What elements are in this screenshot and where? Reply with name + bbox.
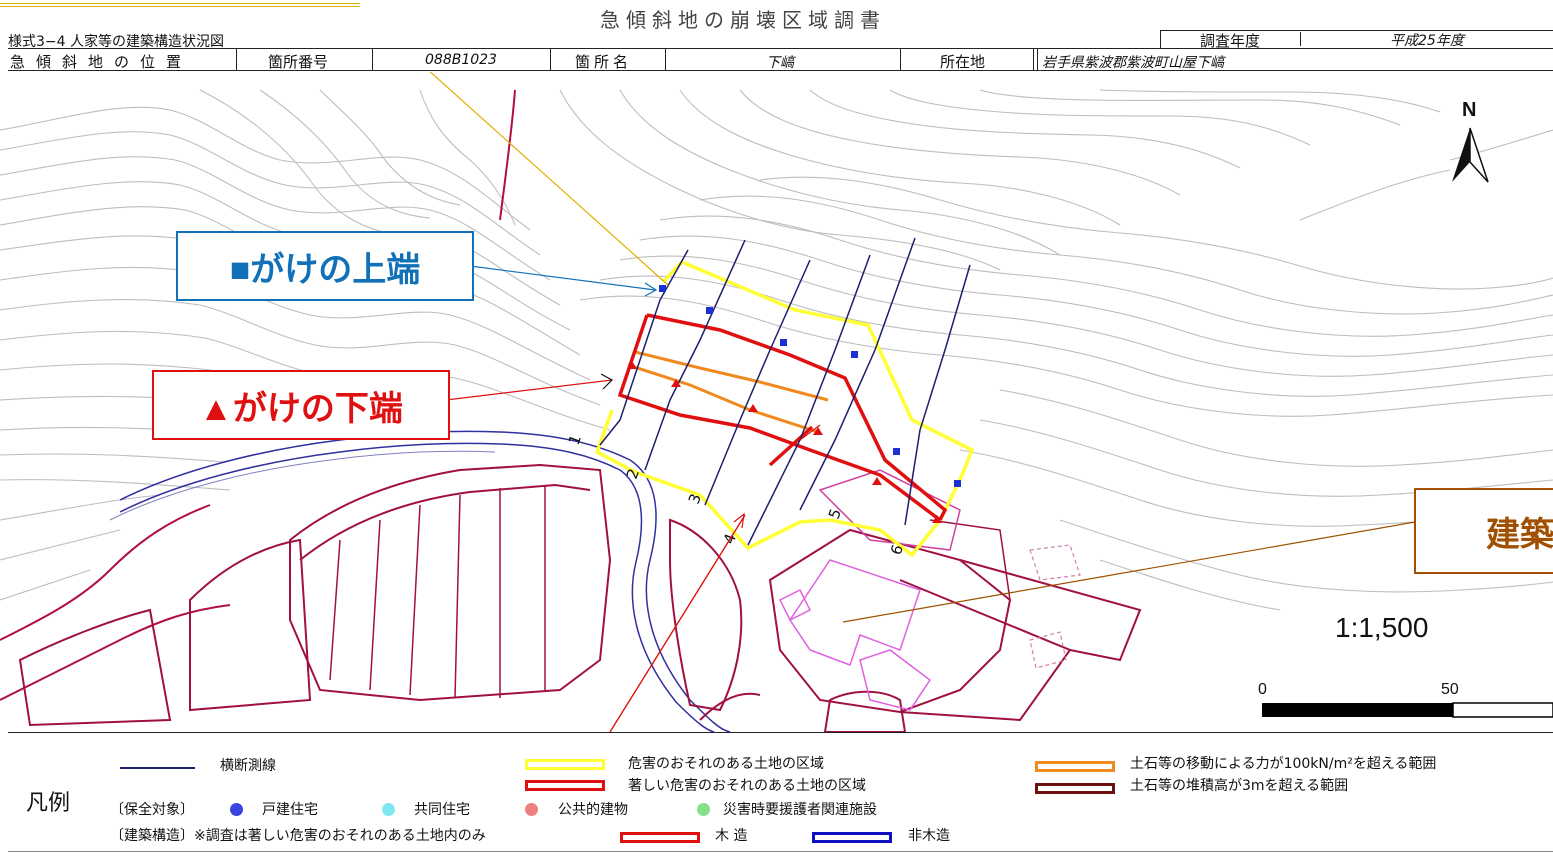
legend-house-dot bbox=[230, 803, 243, 816]
divider-5 bbox=[900, 49, 901, 70]
legend-severe-swatch bbox=[525, 780, 605, 791]
survey-year-label: 調査年度 bbox=[1200, 32, 1261, 50]
header-rule-top bbox=[8, 48, 1553, 49]
legend-apartment-label: 共同住宅 bbox=[414, 802, 470, 818]
legend-deposit-swatch bbox=[1035, 783, 1115, 794]
form-id: 様式3−4 人家等の建築構造状況図 bbox=[8, 34, 224, 50]
land-parcels bbox=[18, 463, 1142, 732]
scale-tick-50: 50 bbox=[1441, 681, 1459, 698]
top-rule-left bbox=[0, 0, 360, 4]
cliff-top-markers bbox=[659, 285, 961, 487]
scale-bar: 0 50 bbox=[1258, 681, 1553, 718]
survey-year-divider bbox=[1300, 32, 1301, 46]
callout-building: 建築 bbox=[1414, 488, 1553, 574]
survey-year-value: 平成25年度 bbox=[1390, 33, 1464, 49]
severe-hazard-zone-red bbox=[617, 313, 948, 522]
divider-1 bbox=[236, 49, 237, 70]
callout-cliff-bottom-text: ▲がけの下端 bbox=[199, 389, 403, 428]
location-label: 急傾斜地の位置 bbox=[10, 53, 193, 71]
legend-welfare-label: 災害時要援護者関連施設 bbox=[723, 802, 877, 818]
legend-title: 凡例 bbox=[26, 791, 71, 816]
site-name-value: 下嵪 bbox=[766, 55, 794, 71]
force-range-orange bbox=[627, 350, 829, 434]
site-number-value: 088B1023 bbox=[425, 52, 497, 68]
divider-2 bbox=[372, 49, 373, 70]
legend-nonwooden-swatch bbox=[812, 832, 892, 843]
north-label: N bbox=[1462, 99, 1476, 121]
address-value: 岩手県紫波郡紫波町山屋下嵪 bbox=[1042, 55, 1224, 71]
legend-force-label: 土石等の移動による力が100kN/m²を超える範囲 bbox=[1130, 756, 1437, 772]
legend-nonwooden-label: 非木造 bbox=[908, 828, 950, 844]
legend-apartment-dot bbox=[382, 803, 395, 816]
site-name-label: 箇所名 bbox=[575, 53, 633, 71]
site-number-label: 箇所番号 bbox=[268, 53, 329, 71]
legend-structure-label: 〔建築構造〕※調査は著しい危害のおそれのある土地内のみ bbox=[110, 828, 486, 844]
contour-lines bbox=[0, 89, 1553, 611]
legend-transect-label: 横断測線 bbox=[220, 758, 276, 774]
legend-hazard-swatch bbox=[525, 759, 605, 770]
transect-lines bbox=[599, 237, 971, 546]
legend-deposit-label: 土石等の堆積高が3mを超える範囲 bbox=[1130, 778, 1349, 794]
divider-6 bbox=[1033, 49, 1034, 70]
top-rule-left-2 bbox=[0, 6, 360, 7]
legend-house-label: 戸建住宅 bbox=[262, 802, 318, 818]
roads bbox=[0, 89, 731, 732]
callout-building-text: 建築 bbox=[1486, 515, 1553, 554]
legend-transect-swatch bbox=[120, 767, 195, 769]
transect-numbers: 1 2 3 4 5 6 bbox=[565, 432, 907, 557]
legend-welfare-dot bbox=[697, 803, 710, 816]
hazard-map: 1 2 3 4 5 6 N 0 50 bbox=[0, 72, 1553, 732]
buildings bbox=[778, 559, 932, 711]
map-frame-bottom bbox=[8, 732, 1553, 733]
legend-public-dot bbox=[525, 803, 538, 816]
legend-force-swatch bbox=[1035, 761, 1115, 772]
address-label: 所在地 bbox=[940, 53, 986, 71]
scale-ratio: 1:1,500 bbox=[1335, 612, 1429, 643]
transect-number-1: 1 bbox=[565, 432, 585, 447]
divider-3 bbox=[550, 49, 551, 70]
survey-year-box bbox=[1160, 30, 1553, 48]
north-arrow: N bbox=[1452, 99, 1489, 183]
callout-cliff-bottom: ▲がけの下端 bbox=[152, 370, 450, 440]
header-rule-bottom bbox=[8, 70, 1553, 71]
cliff-bottom-markers bbox=[627, 361, 942, 523]
legend-hazard-label: 危害のおそれのある土地の区域 bbox=[628, 756, 824, 772]
callout-cliff-top-text: ■がけの上端 bbox=[229, 250, 421, 289]
legend: 凡例 横断測線 危害のおそれのある土地の区域 著しい危害のおそれのある土地の区域… bbox=[0, 735, 1553, 858]
legend-public-label: 公共的建物 bbox=[558, 802, 628, 818]
legend-protected-label: 〔保全対象〕 bbox=[110, 802, 194, 818]
divider-4 bbox=[665, 49, 666, 70]
legend-bottom-rule bbox=[8, 851, 1553, 852]
legend-severe-label: 著しい危害のおそれのある土地の区域 bbox=[628, 778, 866, 794]
divider-7 bbox=[1037, 49, 1038, 70]
callout-cliff-top: ■がけの上端 bbox=[176, 231, 474, 301]
hazard-zone-yellow bbox=[594, 259, 975, 558]
legend-wooden-label: 木 造 bbox=[715, 828, 748, 844]
legend-wooden-swatch bbox=[620, 832, 700, 843]
document-title: 急傾斜地の崩壊区域調書 bbox=[600, 8, 886, 32]
callout-leaders bbox=[429, 72, 1416, 732]
scale-tick-0: 0 bbox=[1258, 681, 1267, 698]
